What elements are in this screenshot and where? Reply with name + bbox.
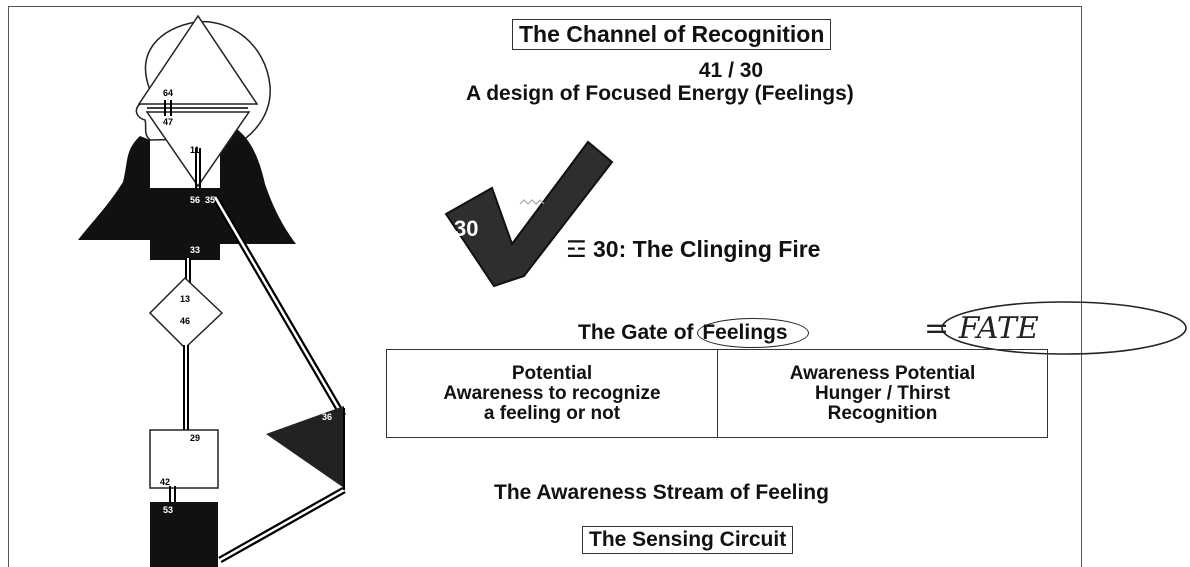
content-frame [8,6,1082,567]
gate-badge: 30 [444,140,614,288]
ajna-center [145,111,251,188]
potential-cell: Potential Awareness to recognize a feeli… [387,350,718,437]
awareness-stream: The Awareness Stream of Feeling [494,481,829,504]
gate-label-46: 46 [180,316,190,326]
gate-label-36: 36 [322,412,332,422]
awareness-potential-cell: Awareness Potential Hunger / Thirst Reco… [718,350,1047,437]
channel-title: The Channel of Recognition [512,19,832,50]
root-center [150,502,218,567]
gate-label-29: 29 [190,433,200,443]
solar-plexus-center [266,406,344,488]
gate-label-33: 33 [190,245,200,255]
gate-label-42: 42 [160,477,170,487]
potential-title: Potential [511,362,593,384]
hexagram-icon: ☲ [566,237,587,263]
awareness-line-2: Recognition [827,402,938,424]
gate-numbers: 41 / 30 [698,59,764,82]
gate-label-64: 64 [163,88,173,98]
hair-right [220,120,296,244]
gate-label-56: 56 [190,195,200,205]
gate-label-11: 11 [190,145,200,155]
head-center [137,14,259,105]
gate-table: Potential Awareness to recognize a feeli… [386,349,1048,438]
bodygraph: 64 47 11 56 35 33 13 46 36 29 42 53 [78,14,347,567]
gate-label-53: 53 [163,505,173,515]
gate-keyword: Feelings [697,318,809,348]
potential-line-2: a feeling or not [483,402,621,424]
gate-label-47: 47 [163,117,173,127]
sacral-center [149,429,219,489]
annotation-text: = FATE [924,311,1039,346]
gate-badge-number: 30 [454,216,478,241]
g-center [148,276,224,350]
handwritten-annotation: = FATE [924,301,1187,355]
gate-title: The Gate of Feelings [578,318,809,348]
hexagram-label: 30: The Clinging Fire [593,236,821,262]
gate-label-13: 13 [180,294,190,304]
gate-label-35: 35 [205,195,215,205]
awareness-title: Awareness Potential [789,362,976,384]
circuit-title: The Sensing Circuit [582,526,794,554]
throat-center [150,188,220,260]
hexagram-line: ☲ 30: The Clinging Fire [566,236,820,263]
gate-title-prefix: The Gate of [578,321,700,344]
hair-left [78,136,150,240]
design-subtitle: A design of Focused Energy (Feelings) [466,82,854,105]
potential-line-1: Awareness to recognize [443,382,661,404]
awareness-line-1: Hunger / Thirst [814,382,951,404]
